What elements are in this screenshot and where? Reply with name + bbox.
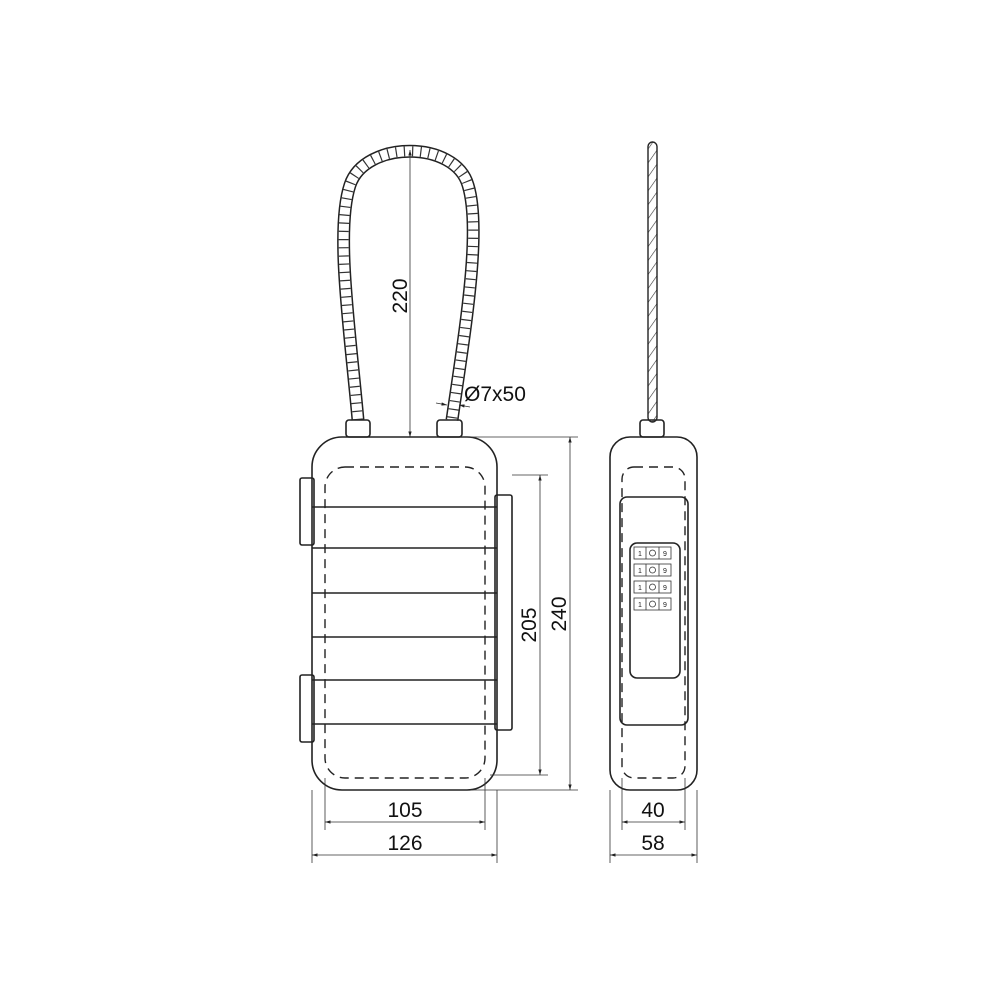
svg-text:1: 1 <box>638 585 642 592</box>
combination-dials: 1 9 1 9 1 9 1 9 0 <box>633 546 672 611</box>
dim-inner-height: 205 <box>518 607 541 642</box>
inner-outline-side <box>621 466 686 779</box>
dim-inner-depth: 40 <box>641 799 664 822</box>
side-view: 1 9 1 9 1 9 1 9 0 <box>609 141 698 863</box>
svg-text:9: 9 <box>663 602 667 609</box>
side-tab-bottom <box>299 674 315 743</box>
dim-outer-depth: 58 <box>641 832 664 855</box>
svg-text:1: 1 <box>638 551 642 558</box>
cable-cap-right <box>436 419 463 438</box>
dial[interactable]: 1 9 <box>633 546 672 560</box>
dial-window <box>629 542 681 679</box>
svg-text:9: 9 <box>663 585 667 592</box>
svg-text:1: 1 <box>638 568 642 575</box>
cable-cap-left <box>345 419 371 438</box>
dial[interactable]: 1 9 <box>633 597 672 611</box>
dial-panel <box>619 496 689 726</box>
right-tab <box>494 494 513 731</box>
dim-cable-spec: Ø7x50 <box>464 383 526 406</box>
dim-inner-width: 105 <box>387 799 422 822</box>
cable-side <box>647 141 658 423</box>
body-bands <box>312 506 497 725</box>
svg-text:1: 1 <box>638 602 642 609</box>
dim-outer-height: 240 <box>548 596 571 631</box>
inner-outline <box>324 466 486 779</box>
svg-text:9: 9 <box>663 568 667 575</box>
dim-outer-width: 126 <box>387 832 422 855</box>
lockbox-side-body <box>609 436 698 791</box>
front-view: 220 Ø7x50 205 240 105 126 <box>299 144 578 863</box>
dial[interactable]: 1 9 <box>633 563 672 577</box>
side-tab-top <box>299 477 315 546</box>
dial[interactable]: 1 9 <box>633 580 672 594</box>
dim-cable-height: 220 <box>389 278 412 313</box>
svg-text:9: 9 <box>663 551 667 558</box>
lockbox-body <box>311 436 498 791</box>
